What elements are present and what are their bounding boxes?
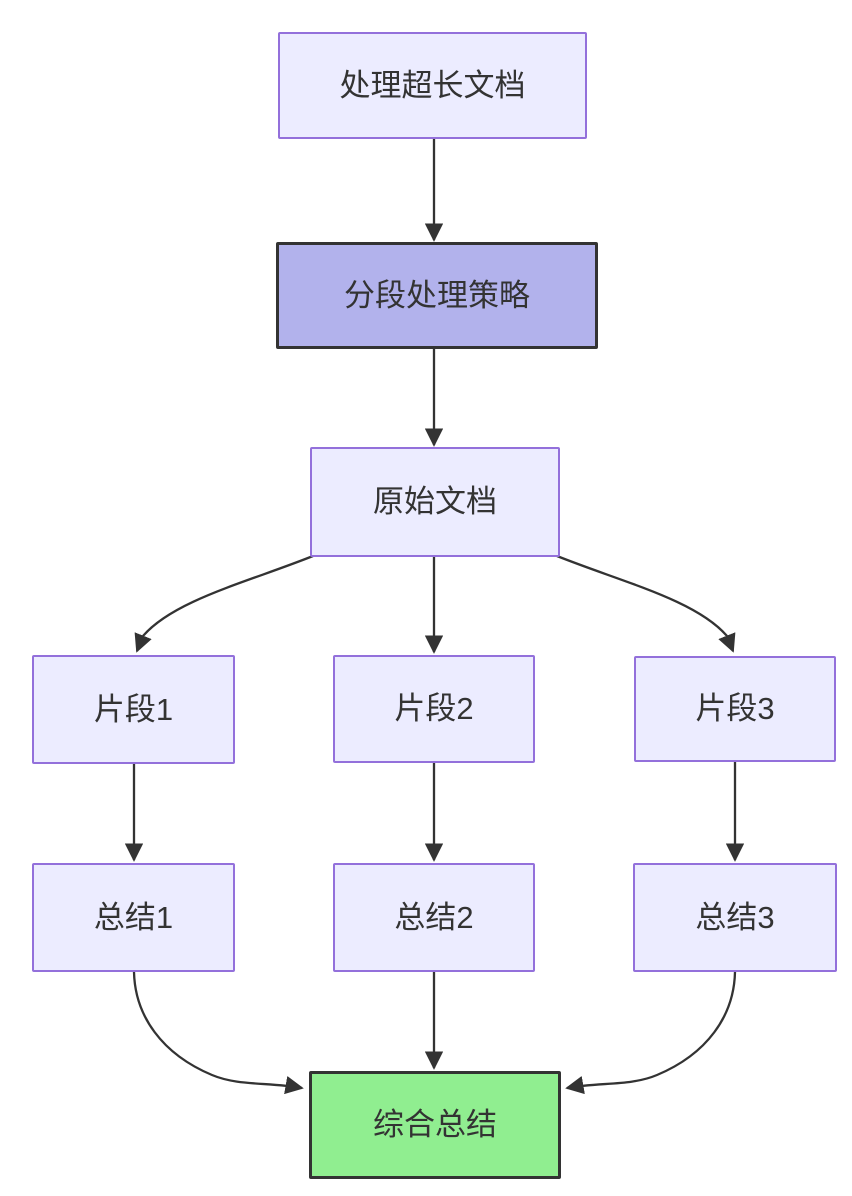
- node-summary-2: 总结2: [333, 863, 535, 972]
- node-summary-2-label: 总结2: [394, 899, 474, 935]
- node-chunk-2: 片段2: [333, 655, 535, 763]
- node-strategy-label: 分段处理策略: [344, 277, 530, 313]
- node-task: 处理超长文档: [278, 32, 587, 139]
- edge-summary3-to-final: [565, 971, 737, 1095]
- node-chunk-3-label: 片段3: [695, 691, 775, 727]
- node-chunk-1: 片段1: [32, 655, 235, 764]
- node-summary-3-label: 总结3: [695, 899, 775, 935]
- node-source-doc-label: 原始文档: [373, 484, 497, 520]
- node-chunk-1-label: 片段1: [93, 691, 174, 727]
- edge-source-to-chunk1: [134, 554, 314, 653]
- node-summary-1: 总结1: [32, 863, 235, 972]
- node-chunk-2-label: 片段2: [394, 691, 474, 727]
- node-final-summary: 综合总结: [309, 1071, 561, 1179]
- node-summary-1-label: 总结1: [93, 899, 174, 935]
- node-source-doc: 原始文档: [310, 447, 560, 557]
- node-strategy: 分段处理策略: [276, 242, 598, 349]
- node-summary-3: 总结3: [633, 863, 837, 972]
- node-chunk-3: 片段3: [634, 656, 836, 762]
- node-task-label: 处理超长文档: [339, 67, 526, 103]
- edge-summary1-to-final: [132, 971, 304, 1095]
- edge-source-to-chunk3: [556, 554, 736, 653]
- node-final-summary-label: 综合总结: [373, 1107, 497, 1143]
